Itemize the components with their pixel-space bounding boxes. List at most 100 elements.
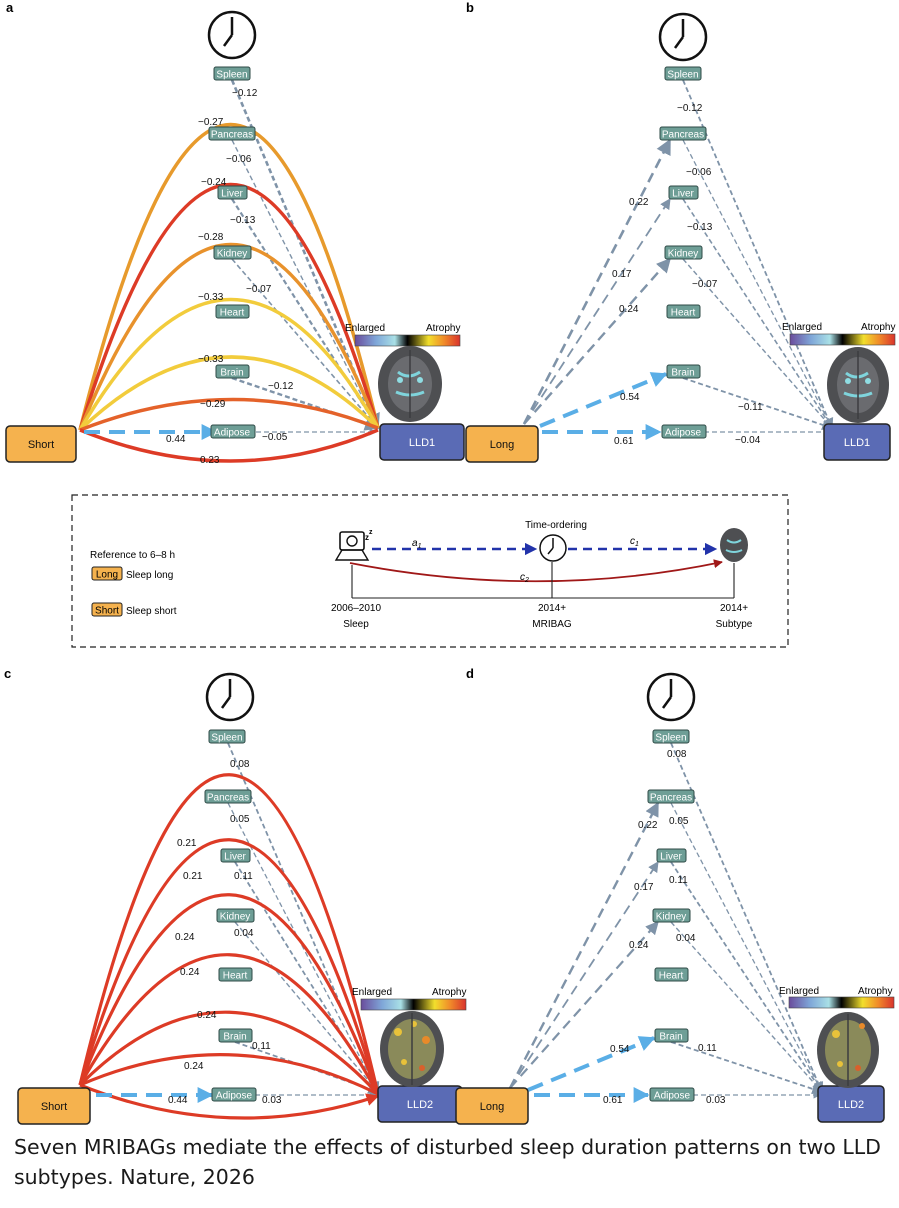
organ-node-liver (656, 848, 687, 863)
target-label: LLD2 (838, 1099, 864, 1111)
brain-image (817, 1012, 879, 1088)
organ-node-brain (218, 1028, 253, 1043)
svg-text:z: z (365, 533, 369, 542)
panel-letter: d (466, 666, 474, 681)
timeline-year-2: 2014+ (538, 603, 566, 614)
colorbar (354, 334, 461, 347)
coef-tgt-adipose: −0.04 (735, 435, 761, 446)
legend-short-badge-label: Short (95, 606, 119, 617)
source-node-long (455, 1087, 529, 1125)
arc-liver-level (78, 182, 380, 431)
direct-effect-arcs (78, 123, 380, 463)
coef-src-brain: 0.54 (620, 392, 640, 403)
organ-label-kidney: Kidney (656, 912, 687, 923)
source-label: Short (41, 1101, 67, 1113)
target-node-lld1 (823, 423, 891, 461)
organ-node-adipose (210, 424, 256, 439)
organ-node-kidney (652, 908, 691, 923)
organ-nodes: Spleen Pancreas Liver Kidney Heart Brain… (208, 66, 256, 439)
figure: a Spleen (4, 0, 896, 1125)
organ-label-heart: Heart (220, 308, 245, 319)
coef-src-adipose: 0.44 (166, 434, 186, 445)
organ-node-liver (217, 185, 248, 200)
organ-node-brain (215, 364, 250, 379)
edge-brain-target (682, 377, 834, 431)
coef-src-kidney: 0.24 (629, 940, 649, 951)
brain-image (378, 346, 442, 422)
edge-spleen-target (682, 79, 834, 429)
colorbar-right-label: Atrophy (861, 322, 895, 333)
organ-node-heart (654, 967, 689, 982)
colorbar-left-label: Enlarged (779, 986, 819, 997)
brain-icon (720, 528, 748, 562)
direct-effect-arcs (78, 773, 380, 1120)
edge-kidney-target (234, 921, 379, 1093)
colorbar (360, 998, 467, 1011)
coef-tgt-spleen: 0.08 (230, 759, 250, 770)
coef-src-2: 0.21 (183, 871, 203, 882)
organ-label-spleen: Spleen (667, 70, 698, 81)
legend-long-badge-label: Long (96, 570, 118, 581)
coef-tgt-adipose: −0.05 (262, 432, 288, 443)
legend-border (71, 494, 789, 648)
organ-node-pancreas (659, 126, 707, 141)
organ-label-brain: Brain (671, 368, 694, 379)
panel-d: d Spleen Pancreas Liver (455, 666, 895, 1125)
colorbar (789, 333, 896, 346)
organ-nodes: Spleen Pancreas Liver Kidney Heart Brain… (204, 729, 257, 1102)
edge-brain-target (670, 1041, 824, 1095)
coef-tgt-spleen: −0.12 (677, 103, 703, 114)
organ-node-kidney (216, 908, 255, 923)
organ-label-adipose: Adipose (665, 428, 702, 439)
edge-long-brain (527, 1036, 656, 1092)
arc-3 (78, 893, 380, 1095)
coef-tgt-kidney: 0.04 (234, 928, 254, 939)
edge-c2 (349, 559, 723, 583)
target-label: LLD2 (407, 1099, 433, 1111)
edge-pancreas-target (670, 802, 823, 1093)
arc-upper-bottom (79, 397, 379, 432)
organ-node-pancreas (647, 789, 695, 804)
organ-label-spleen: Spleen (216, 70, 247, 81)
organ-node-heart (215, 304, 250, 319)
coef-src-bottom-arc: 0.23 (200, 455, 220, 466)
label-a1: a1 (412, 538, 422, 550)
source-label: Long (480, 1101, 504, 1113)
edge-liver-target (682, 198, 833, 429)
arc-heart-level (78, 297, 380, 431)
organ-node-heart (666, 304, 701, 319)
coef-tgt-brain: 0.11 (252, 1041, 271, 1052)
coef-src-4: 0.24 (180, 967, 200, 978)
arc-pancreas-level (78, 123, 380, 431)
organ-label-pancreas: Pancreas (662, 130, 704, 141)
colorbar (788, 996, 895, 1009)
coefficient-labels: −0.27 −0.24 −0.28 −0.33 −0.33 −0.29 0.44… (166, 88, 294, 466)
brain-image (380, 1011, 444, 1087)
organ-node-adipose (661, 424, 707, 439)
coef-src-liver: −0.24 (201, 177, 227, 188)
coefficient-labels: 0.22 0.17 0.24 0.54 0.61 −0.12 −0.06 −0.… (612, 103, 763, 447)
coef-tgt-adipose: 0.03 (262, 1095, 282, 1106)
coef-src-brain: 0.54 (610, 1044, 630, 1055)
panel-letter: a (6, 0, 14, 15)
legend-short-badge (91, 602, 123, 617)
edge-spleen-target (670, 742, 824, 1093)
coef-src-liver: 0.17 (634, 882, 654, 893)
coef-src-brain: −0.33 (198, 354, 224, 365)
organ-node-spleen (213, 66, 251, 81)
coefficient-labels: 0.21 0.21 0.24 0.24 0.24 0.24 0.44 0.08 … (168, 759, 282, 1106)
timeline-year-1: 2006–2010 (331, 603, 381, 614)
coef-src-1: 0.21 (177, 838, 197, 849)
organ-label-liver: Liver (672, 189, 694, 200)
organ-node-pancreas (204, 789, 252, 804)
organ-node-adipose (649, 1087, 695, 1102)
coef-tgt-brain: −0.11 (738, 402, 763, 413)
organ-node-adipose (211, 1087, 257, 1102)
organ-label-liver: Liver (660, 852, 682, 863)
colorbar-left-label: Enlarged (782, 322, 822, 333)
organ-node-spleen (664, 66, 702, 81)
organ-nodes: Spleen Pancreas Liver Kidney Heart Brain… (647, 729, 695, 1102)
organ-node-pancreas (208, 126, 256, 141)
colorbar-left-label: Enlarged (345, 323, 385, 334)
coef-tgt-pancreas: −0.06 (226, 154, 252, 165)
